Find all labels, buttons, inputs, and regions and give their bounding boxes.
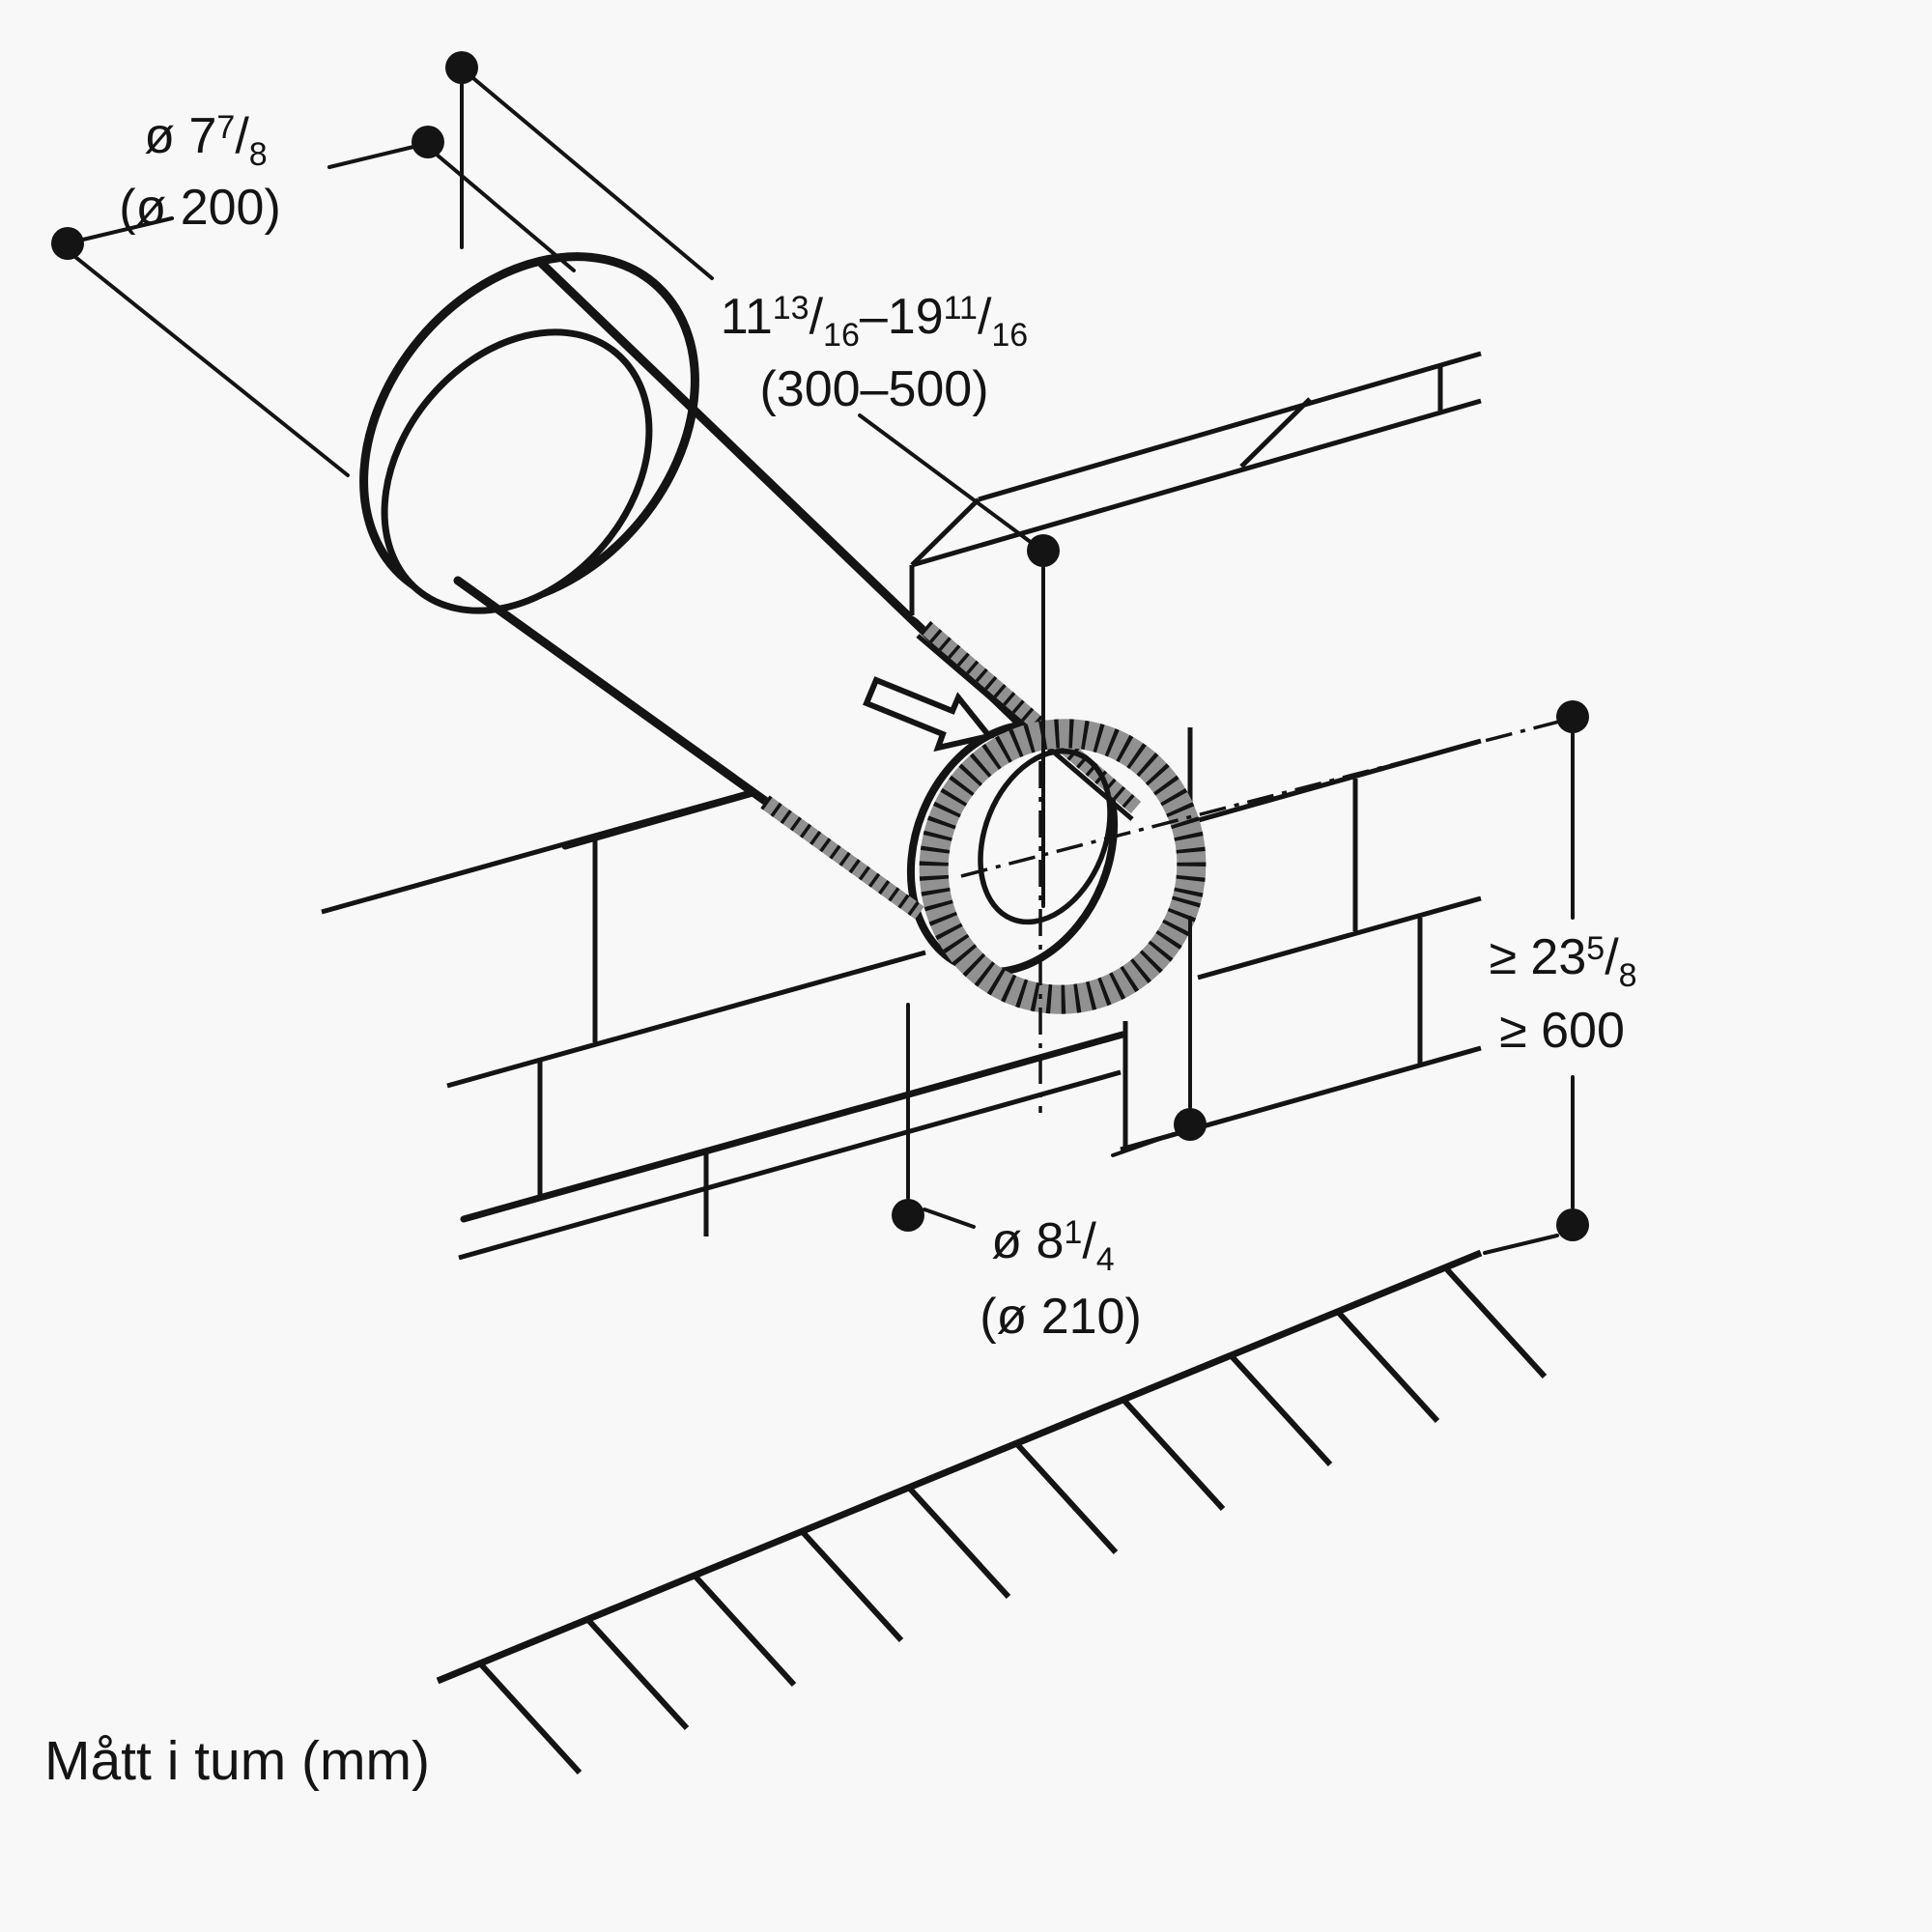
dimension-hole-diameter: ø 81/4 (ø 210) [892, 916, 1207, 1345]
dimension-dot [1556, 700, 1589, 733]
hole-axis-centerline [960, 720, 1560, 878]
dimension-duct-diameter: ø 77/8 (ø 200) [51, 108, 576, 477]
lintel-depth-edge [910, 497, 980, 567]
telescopic-length-label: 1113/16–1911/16 [721, 289, 1028, 354]
lintel-front-face [912, 469, 1241, 805]
wall-top-back-edge [561, 786, 767, 850]
wall-top-back-edge [978, 351, 1482, 502]
hole-diameter-label: ø 81/4 [991, 1213, 1114, 1278]
units-caption: Mått i tum (mm) [44, 1730, 430, 1792]
wall-course-line [458, 1069, 1122, 1261]
brick-wall-upper [909, 351, 1482, 819]
slot-corrugation-ticks [760, 795, 924, 920]
telescopic-length-mm-label: (300–500) [759, 361, 988, 417]
dimension-telescopic-length: 1113/16–1911/16 (300–500) [445, 51, 1060, 908]
dimension-dot [1174, 1108, 1207, 1141]
ring-corrugation-ticks [919, 719, 1207, 1014]
floor-line [436, 1249, 1483, 1685]
wall-course-line [1197, 895, 1482, 980]
airflow-arrow-icon [863, 676, 995, 753]
pipe-inner-crescent [978, 748, 1113, 925]
wall-course-line [446, 950, 926, 1089]
dimension-dot [412, 126, 444, 158]
dimension-dot [892, 1199, 924, 1232]
floor-hatch-ticks [477, 1264, 1548, 1776]
wall-top-joint [1239, 397, 1312, 469]
hole-ring [919, 719, 1207, 1014]
duct-diameter-label: ø 77/8 [144, 108, 267, 173]
duct-diameter-mm-label: (ø 200) [119, 180, 281, 236]
floor-hatching [436, 1249, 1548, 1776]
floor-clearance-mm-label: ≥ 600 [1499, 1003, 1625, 1059]
dimension-floor-clearance: ≥ 235/8 ≥ 600 [1483, 700, 1637, 1255]
hole-diameter-mm-label: (ø 210) [980, 1289, 1142, 1345]
dimension-dot [445, 51, 478, 84]
wall-course-line [460, 1031, 1126, 1223]
floor-clearance-label: ≥ 235/8 [1489, 929, 1636, 994]
pipe-inner-lip-ellipse [381, 328, 653, 614]
dimension-dot [1027, 534, 1060, 567]
wall-top-front-edge [911, 398, 1482, 568]
wall-course-line [1187, 738, 1482, 826]
center-lines [960, 720, 1560, 1113]
dimension-dot [1556, 1208, 1589, 1241]
dimension-dot [51, 227, 84, 260]
